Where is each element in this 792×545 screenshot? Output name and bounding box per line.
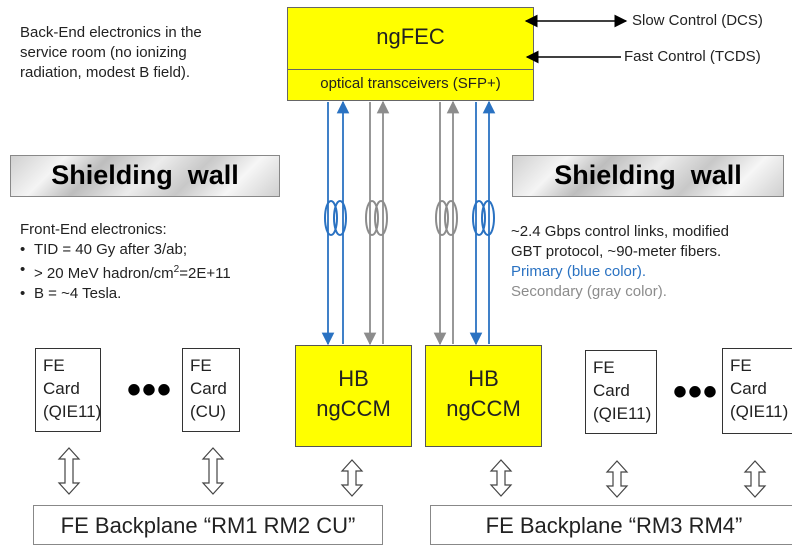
ngccm-line: HB — [468, 366, 499, 391]
backend-note-line: radiation, modest B field). — [20, 64, 191, 81]
frontend-bullet-list: TID = 40 Gy after 3/ab; > 20 MeV hadron/… — [20, 240, 290, 304]
backend-note-line: service room (no ionizing — [20, 44, 187, 61]
secondary-legend: Secondary (gray color). — [511, 283, 667, 300]
fe-card-line: FE — [190, 356, 212, 375]
fiber-loop-primary — [472, 200, 486, 236]
links-note-line: ~2.4 Gbps control links, modified — [511, 223, 730, 240]
fe-card-line: Card — [190, 379, 227, 398]
fiber-loop-primary — [324, 200, 338, 236]
shielding-wall-left: Shielding wall — [10, 155, 280, 197]
backplane-label: FE Backplane “RM1 RM2 CU” — [60, 513, 356, 538]
fe-card-line: FE — [43, 356, 65, 375]
ellipsis-right: ••• — [673, 370, 719, 414]
ngccm-right: HB ngCCM — [425, 345, 542, 447]
fe-card-line: (QIE11) — [43, 402, 102, 421]
ngfec-divider — [288, 69, 533, 70]
links-note-line: GBT protocol, ~90-meter fibers. — [511, 243, 722, 260]
backend-note-line: Back-End electronics in the — [20, 24, 202, 41]
fe-card-qie11: FE Card (QIE11) — [35, 348, 101, 432]
backplane-left: FE Backplane “RM1 RM2 CU” — [33, 505, 383, 545]
bullet-hadron: > 20 MeV hadron/cm2=2E+11 — [20, 260, 290, 284]
ngccm-line: HB — [338, 366, 369, 391]
fe-card-line: (CU) — [190, 402, 226, 421]
connector-arrow — [201, 447, 225, 495]
fiber-loop-secondary — [374, 200, 388, 236]
primary-legend: Primary (blue color). — [511, 263, 647, 280]
connector-arrow — [340, 459, 364, 497]
links-note: ~2.4 Gbps control links, modified GBT pr… — [511, 222, 791, 302]
fe-card-line: Card — [730, 379, 767, 398]
bullet-hadron-sup: 2 — [173, 264, 180, 275]
fiber-loop-primary — [333, 200, 347, 236]
bullet-tid: TID = 40 Gy after 3/ab; — [20, 240, 290, 260]
fe-card-line: FE — [593, 358, 615, 377]
ngccm-line: ngCCM — [446, 396, 521, 421]
connector-arrow — [489, 459, 513, 497]
fiber-loop-secondary — [365, 200, 379, 236]
ngfec-box: ngFEC optical transceivers (SFP+) — [287, 7, 534, 101]
connector-arrow — [743, 460, 767, 498]
fe-card-cu: FE Card (CU) — [182, 348, 240, 432]
shielding-wall-right: Shielding wall — [512, 155, 784, 197]
ngfec-title: ngFEC — [376, 24, 445, 49]
fe-card-qie11-edge: FE Card (QIE11) — [722, 348, 792, 434]
bullet-field-text: B = ~4 Tesla. — [34, 285, 122, 302]
connector-arrow — [605, 460, 629, 498]
backend-note: Back-End electronics in the service room… — [20, 23, 270, 83]
fe-card-qie11-right: FE Card (QIE11) — [585, 350, 657, 434]
ngccm-line: ngCCM — [316, 396, 391, 421]
shielding-wall-label: Shielding wall — [554, 160, 742, 190]
fe-card-line: Card — [43, 379, 80, 398]
fe-card-line: Card — [593, 381, 630, 400]
slow-control-label: Slow Control (DCS) — [632, 12, 763, 29]
bullet-hadron-tail: =2E+11 — [179, 265, 231, 282]
fiber-loop-secondary — [444, 200, 458, 236]
ellipsis-left: ••• — [127, 368, 173, 412]
fiber-loop-primary — [481, 200, 495, 236]
fiber-loop-secondary — [435, 200, 449, 236]
bullet-tid-text: TID = 40 Gy after 3/ab; — [34, 241, 187, 258]
fe-card-line: (QIE11) — [593, 404, 652, 423]
backplane-label: FE Backplane “RM3 RM4” — [485, 513, 743, 538]
bullet-field: B = ~4 Tesla. — [20, 284, 290, 304]
shielding-wall-label: Shielding wall — [51, 160, 239, 190]
bullet-hadron-text: > 20 MeV hadron/cm — [34, 265, 174, 282]
ngccm-left: HB ngCCM — [295, 345, 412, 447]
connector-arrow — [57, 447, 81, 495]
ngfec-transceivers-label: optical transceivers (SFP+) — [320, 75, 501, 92]
fe-card-line: FE — [730, 356, 752, 375]
fe-card-line: (QIE11) — [730, 402, 789, 421]
frontend-heading: Front-End electronics: — [20, 221, 167, 238]
fast-control-label: Fast Control (TCDS) — [624, 48, 761, 65]
